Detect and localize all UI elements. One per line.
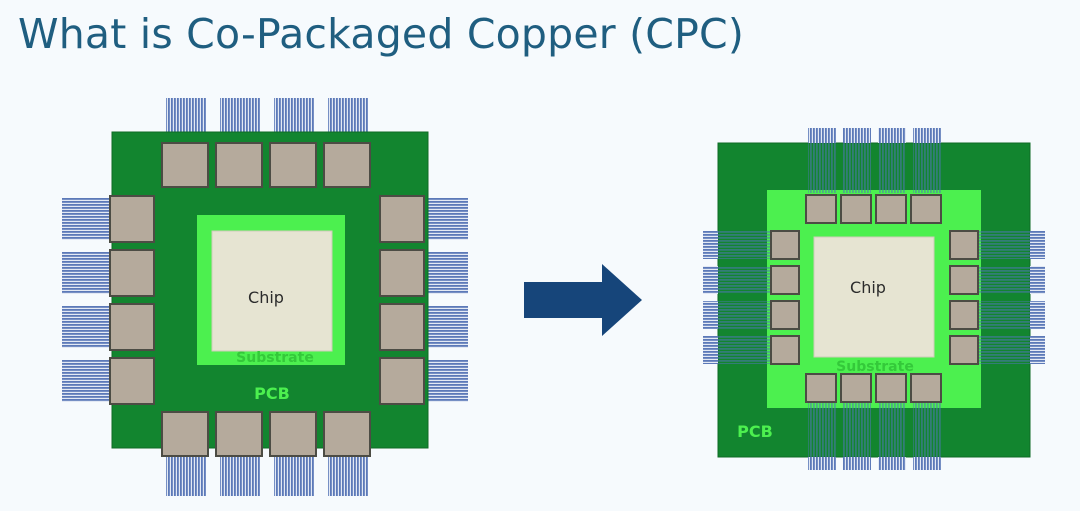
left-connectors-left xyxy=(109,195,155,405)
right-pcb-label: PCB xyxy=(737,422,773,441)
left-chip-label: Chip xyxy=(248,288,284,307)
right-package: Chip Substrate PCB xyxy=(703,128,1045,470)
right-arrow-icon xyxy=(524,264,642,336)
left-connectors-right xyxy=(379,195,425,405)
left-package: Chip Substrate PCB xyxy=(62,98,468,496)
left-connectors-bottom xyxy=(161,411,371,457)
right-substrate-label: Substrate xyxy=(836,359,914,375)
right-connectors-bottom xyxy=(805,373,942,403)
left-substrate-label: Substrate xyxy=(236,350,314,366)
left-connectors-top xyxy=(161,142,371,188)
right-chip xyxy=(813,236,935,358)
right-chip-label: Chip xyxy=(850,278,886,297)
right-cables-over-pcb xyxy=(718,143,1030,457)
page-title: What is Co-Packaged Copper (CPC) xyxy=(18,10,745,58)
left-cables-top xyxy=(166,98,368,134)
left-cables-right xyxy=(426,198,468,402)
left-chip xyxy=(211,230,333,352)
right-connectors-top xyxy=(805,194,942,224)
right-cables-outside xyxy=(703,128,1045,470)
left-pcb-label: PCB xyxy=(254,384,290,403)
left-cables-left xyxy=(62,198,114,402)
right-connectors-left xyxy=(770,230,800,365)
right-connectors-right xyxy=(949,230,979,365)
